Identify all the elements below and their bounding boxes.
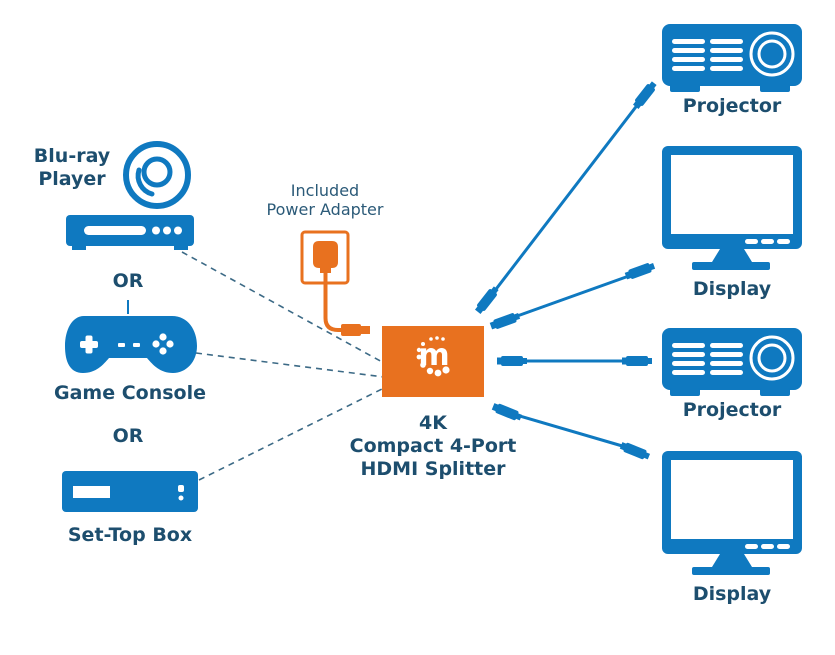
splitter-logo-letter: m	[418, 338, 450, 373]
splitter-label: 4K Compact 4-Port HDMI Splitter	[318, 412, 548, 480]
projector-icon	[662, 328, 802, 396]
display-icon	[662, 146, 802, 270]
hdmi-cable-4	[505, 410, 637, 452]
projector-label-1: Projector	[682, 95, 782, 117]
bluray-label: Blu-ray Player	[22, 145, 122, 191]
splitter-label-line1: 4K	[419, 412, 447, 434]
game-controller-icon	[65, 300, 197, 373]
splitter-label-line3: HDMI Splitter	[360, 457, 506, 480]
settop-connection-line	[198, 387, 385, 481]
manhattan-logo-icon	[416, 336, 450, 377]
power-adapter-label-line1: Included	[290, 181, 360, 200]
hdmi-plugs	[473, 80, 659, 462]
bluray-label-line1: Blu-ray	[33, 145, 111, 167]
display-icon	[662, 451, 802, 575]
set-top-box-label: Set-Top Box	[67, 524, 193, 546]
splitter-device	[382, 326, 484, 397]
or-label: OR	[112, 425, 144, 447]
game-console-label: Game Console	[54, 382, 206, 404]
display-label-1: Display	[692, 278, 772, 300]
hdmi-cable-1	[488, 94, 647, 298]
projector-icon	[662, 24, 802, 92]
bluray-connection-line	[181, 251, 385, 364]
source-connections	[181, 251, 385, 481]
console-connection-line	[195, 352, 385, 378]
projector-label-2: Projector	[682, 399, 782, 421]
blu-ray-player-icon	[66, 141, 194, 250]
set-top-box-icon	[62, 471, 198, 512]
hdmi-cable-2	[505, 270, 641, 322]
power-adapter-label-line2: Power Adapter	[266, 200, 384, 220]
hdmi-cables	[488, 94, 647, 452]
power-adapter-label: Included Power Adapter	[255, 181, 395, 219]
bluray-label-line2: Player	[38, 167, 106, 190]
or-label: OR	[112, 270, 144, 292]
power-adapter-icon	[300, 230, 370, 336]
display-label-2: Display	[692, 583, 772, 605]
splitter-label-line2: Compact 4-Port	[349, 434, 517, 457]
